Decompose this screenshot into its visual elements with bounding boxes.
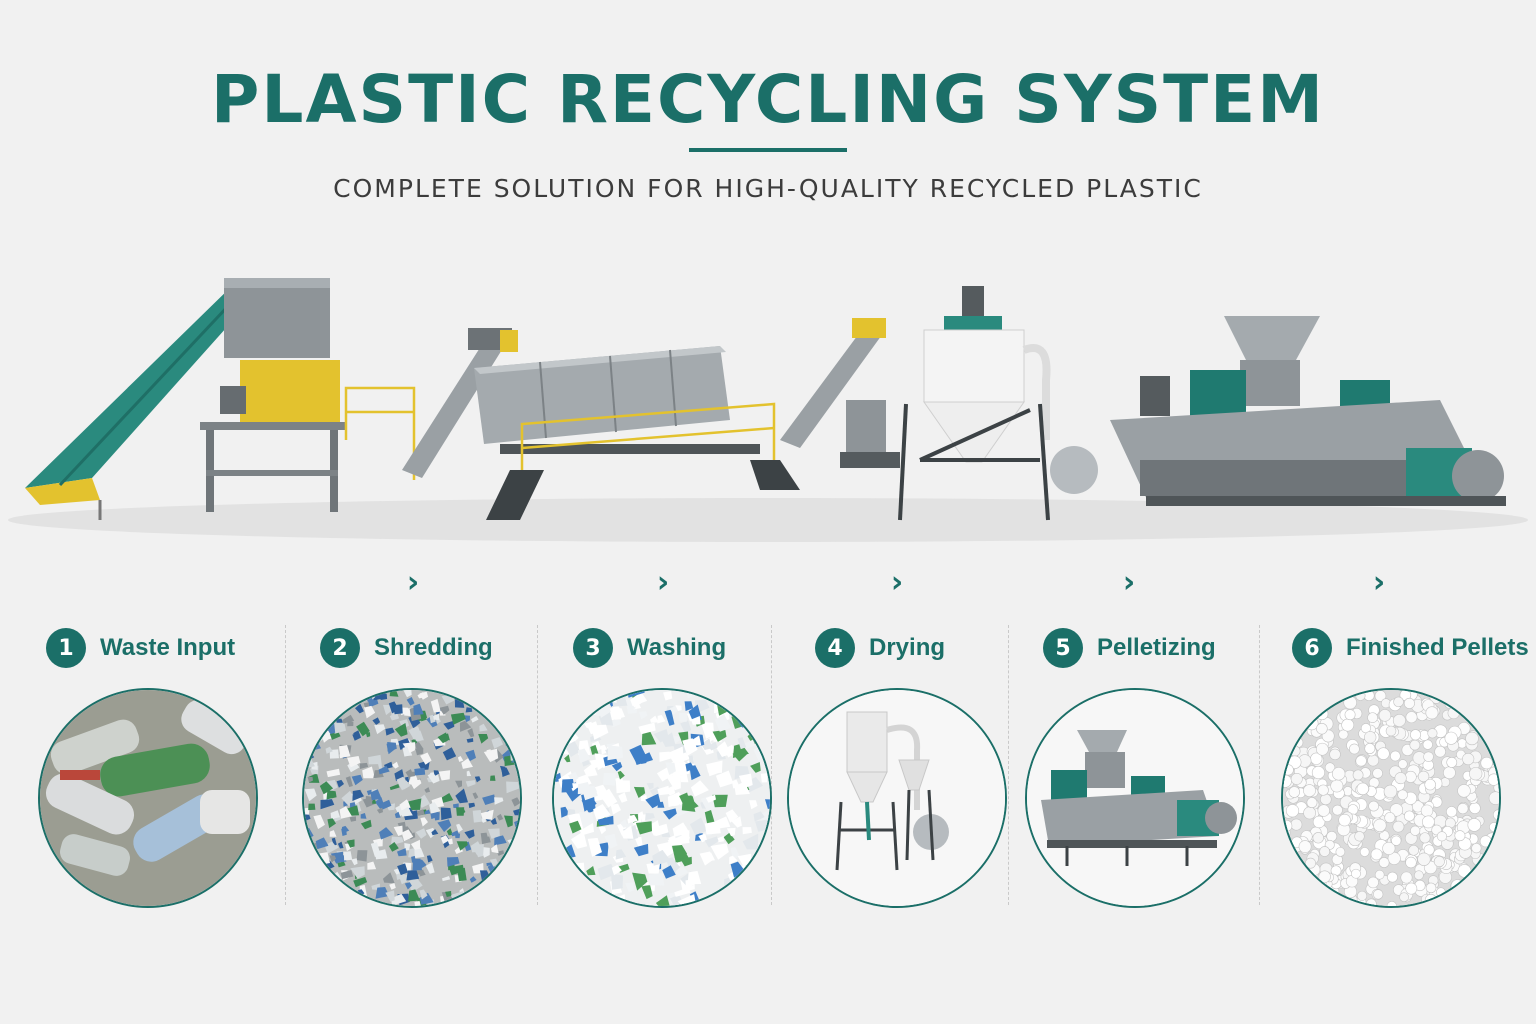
step-label: Washing [627, 634, 727, 661]
waste-input-image [38, 688, 258, 908]
step-1-header: 1 Waste Input [46, 626, 235, 670]
chevron-right-icon: › [656, 565, 670, 600]
step-divider [1008, 625, 1009, 905]
title-underline [689, 148, 847, 152]
shredder-machine [200, 278, 346, 512]
production-line-illustration [8, 278, 1528, 542]
page-title: PLASTIC RECYCLING SYSTEM [211, 61, 1325, 138]
step-number-badge: 3 [573, 628, 613, 668]
dryer-silo [840, 286, 1098, 521]
flow-arrow-2: › [646, 566, 680, 600]
dryer-image [787, 688, 1007, 908]
step-6-header: 6 Finished Pellets [1292, 626, 1529, 670]
flow-arrow-1: › [396, 566, 430, 600]
step-number-badge: 6 [1292, 628, 1332, 668]
step-number-badge: 1 [46, 628, 86, 668]
step-divider [771, 625, 772, 905]
chevron-right-icon: › [890, 565, 904, 600]
step-divider [285, 625, 286, 905]
pellets-texture [1283, 690, 1499, 906]
washing-tank [474, 346, 800, 520]
pelletizer-extruder [1110, 316, 1506, 506]
step-label: Pelletizing [1097, 634, 1216, 661]
flow-arrow-4: › [1112, 566, 1146, 600]
chevron-right-icon: › [1372, 565, 1386, 600]
flow-arrow-3: › [880, 566, 914, 600]
chevron-right-icon: › [406, 565, 420, 600]
step-divider [537, 625, 538, 905]
platform-railing-1 [344, 386, 416, 480]
elevator-conveyor [780, 318, 886, 448]
step-4-header: 4 Drying [815, 626, 945, 670]
flow-arrow-5: › [1362, 566, 1396, 600]
chevron-right-icon: › [1122, 565, 1136, 600]
step-number-badge: 5 [1043, 628, 1083, 668]
step-label: Shredding [374, 634, 493, 661]
step-label: Waste Input [100, 634, 236, 661]
washed-flakes-texture [554, 690, 770, 906]
page-subtitle: COMPLETE SOLUTION FOR HIGH-QUALITY RECYC… [333, 174, 1203, 203]
step-label: Finished Pellets [1346, 634, 1529, 661]
pelletizer-image [1025, 688, 1245, 908]
step-label: Drying [869, 634, 946, 661]
shredded-flakes-image [302, 688, 522, 908]
step-3-header: 3 Washing [573, 626, 726, 670]
step-5-header: 5 Pelletizing [1043, 626, 1216, 670]
step-number-badge: 2 [320, 628, 360, 668]
step-divider [1259, 625, 1260, 905]
flakes-texture [304, 690, 520, 906]
feed-conveyor [25, 282, 260, 520]
finished-pellets-image [1281, 688, 1501, 908]
washed-flakes-image [552, 688, 772, 908]
step-2-header: 2 Shredding [320, 626, 493, 670]
step-number-badge: 4 [815, 628, 855, 668]
